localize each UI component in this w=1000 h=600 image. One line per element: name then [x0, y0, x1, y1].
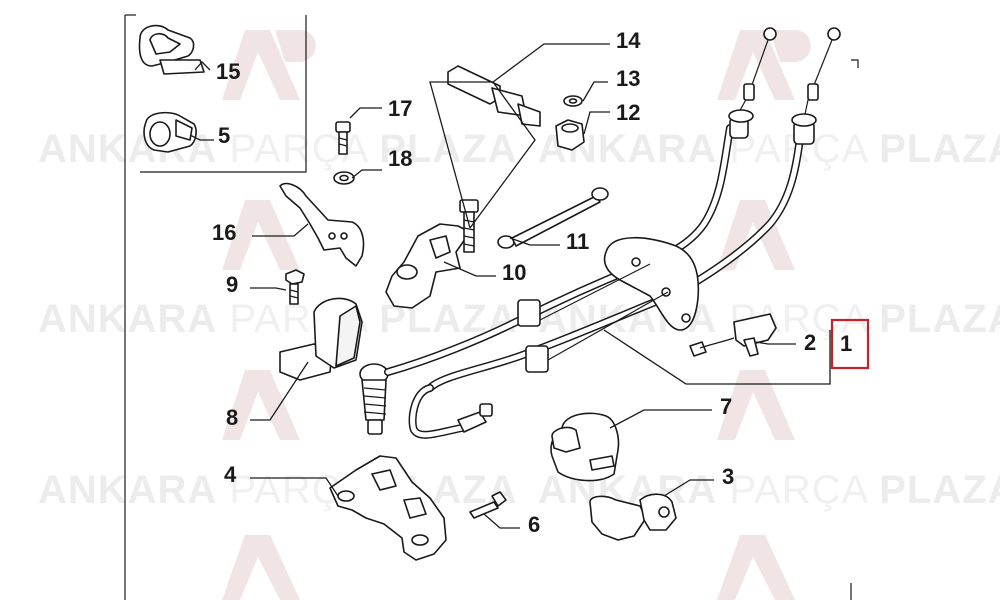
watermark-logo-icon — [222, 200, 300, 270]
watermark-logo-icon — [222, 535, 300, 600]
bracket-part-10[interactable] — [385, 199, 479, 309]
connector-part-2[interactable] — [689, 313, 777, 357]
washer-part-18[interactable] — [333, 171, 355, 185]
watermark-logo-icon — [222, 370, 300, 440]
callout-11[interactable]: 11 — [566, 229, 589, 254]
shift-ball-joint[interactable] — [359, 363, 389, 435]
diagram-frame — [124, 14, 859, 600]
callout-7[interactable]: 7 — [720, 394, 732, 419]
watermark-word: PLAZA — [879, 127, 1000, 171]
watermark-word: ANKARA — [38, 297, 217, 341]
callout-8[interactable]: 8 — [226, 405, 238, 430]
callout-15[interactable]: 15 — [216, 59, 240, 84]
callout-16[interactable]: 16 — [212, 220, 236, 245]
nut-part-12[interactable] — [555, 119, 585, 151]
callout-10[interactable]: 10 — [502, 260, 526, 285]
callout-3[interactable]: 3 — [722, 464, 734, 489]
callout-13[interactable]: 13 — [616, 66, 640, 91]
rod-part-11[interactable] — [497, 187, 609, 249]
callout-18[interactable]: 18 — [388, 146, 412, 171]
callout-2[interactable]: 2 — [804, 330, 816, 355]
watermark-logo-icon — [717, 535, 795, 600]
svg-text:ANKARA PARÇA PLAZA: ANKARA PARÇA PLAZA — [538, 127, 1000, 171]
mount-part-8[interactable] — [279, 297, 363, 381]
clip-part-15[interactable] — [138, 24, 205, 75]
callout-4[interactable]: 4 — [224, 462, 237, 487]
watermark-logo-icon — [717, 30, 811, 100]
clip-part-5[interactable] — [143, 111, 197, 153]
bolt-part-9[interactable] — [285, 269, 305, 305]
washer-part-13[interactable] — [563, 95, 583, 107]
watermark-word: PLAZA — [879, 297, 1000, 341]
callout-14[interactable]: 14 — [616, 28, 641, 53]
watermark-word: PARÇA — [729, 468, 868, 512]
leader-lines — [189, 43, 831, 529]
bolt-part-6[interactable] — [469, 491, 507, 519]
watermark-logo-icon — [717, 370, 795, 440]
gear-cable-assembly[interactable] — [384, 27, 841, 439]
highlight-box — [830, 318, 870, 370]
callout-9[interactable]: 9 — [226, 272, 238, 297]
callout-6[interactable]: 6 — [528, 512, 540, 537]
callout-1[interactable]: 1 — [840, 331, 852, 356]
callout-17[interactable]: 17 — [388, 96, 412, 121]
svg-text:ANKARA PARÇA PLAZA: ANKARA PARÇA PLAZA — [38, 127, 518, 171]
clip-part-3[interactable] — [589, 493, 677, 541]
svg-text:ANKARA PARÇA PLAZA: ANKARA PARÇA PLAZA — [38, 297, 518, 341]
callouts: 15 5 17 18 14 13 12 16 9 11 10 8 7 2 3 4… — [212, 28, 870, 537]
bolt-part-17[interactable] — [335, 121, 351, 155]
pin-part-14[interactable] — [447, 65, 541, 127]
watermark-word: PLAZA — [879, 468, 1000, 512]
bracket-part-16[interactable] — [279, 182, 365, 267]
callout-5[interactable]: 5 — [218, 123, 230, 148]
bracket-part-4[interactable] — [329, 455, 447, 561]
watermark-word: ANKARA — [38, 468, 217, 512]
callout-12[interactable]: 12 — [616, 100, 640, 125]
svg-text:ANKARA PARÇA PLAZA: ANKARA PARÇA PLAZA — [38, 468, 518, 512]
cover-part-7[interactable] — [550, 412, 620, 482]
